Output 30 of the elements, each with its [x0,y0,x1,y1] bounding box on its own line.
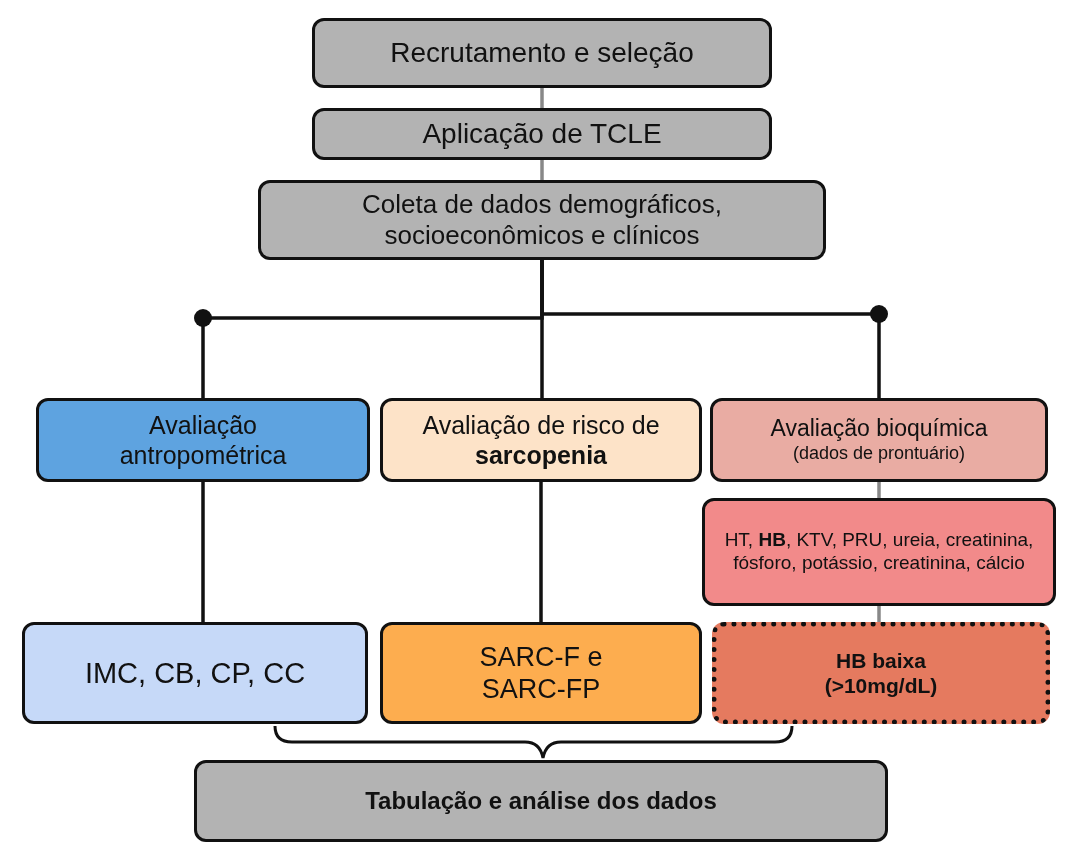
box-label: Avaliação bioquímica [769,415,989,443]
connector-line [540,160,544,180]
connector-line [539,482,543,622]
box-label: HB baixa (>10mg/dL) [823,647,939,699]
box-label: Recrutamento e seleção [389,36,695,70]
process-box [380,398,702,482]
box-label: Avaliação antropométrica [118,410,288,470]
process-box [36,398,370,482]
box-label: Coleta de dados demográficos, socioeconômicos e clínicos [361,188,723,252]
connector-line [540,260,881,398]
box-subtitle: (dados de prontuário) [791,443,967,465]
process-box [312,108,772,160]
process-box [712,622,1050,724]
process-box [194,760,888,842]
connector-line [877,606,881,622]
process-box [22,622,368,724]
box-label: IMC, CB, CP, CC [83,655,307,691]
box-label: Avaliação de risco de sarcopenia [421,410,661,470]
process-box [258,180,826,260]
box-label: Aplicação de TCLE [421,117,663,151]
process-box [380,622,702,724]
connector-line [877,482,881,498]
box-label: HT, HB, KTV, PRU, ureia, creatinina, fósforo, potássio, creatinina, cálcio [723,529,1035,575]
box-label: SARC-F e SARC-FP [478,640,604,706]
connector-line [540,88,544,108]
process-box [702,498,1056,606]
connector-line [201,482,205,622]
process-box [312,18,772,88]
process-box [710,398,1048,482]
box-label: Tabulação e análise dos dados [364,786,718,816]
